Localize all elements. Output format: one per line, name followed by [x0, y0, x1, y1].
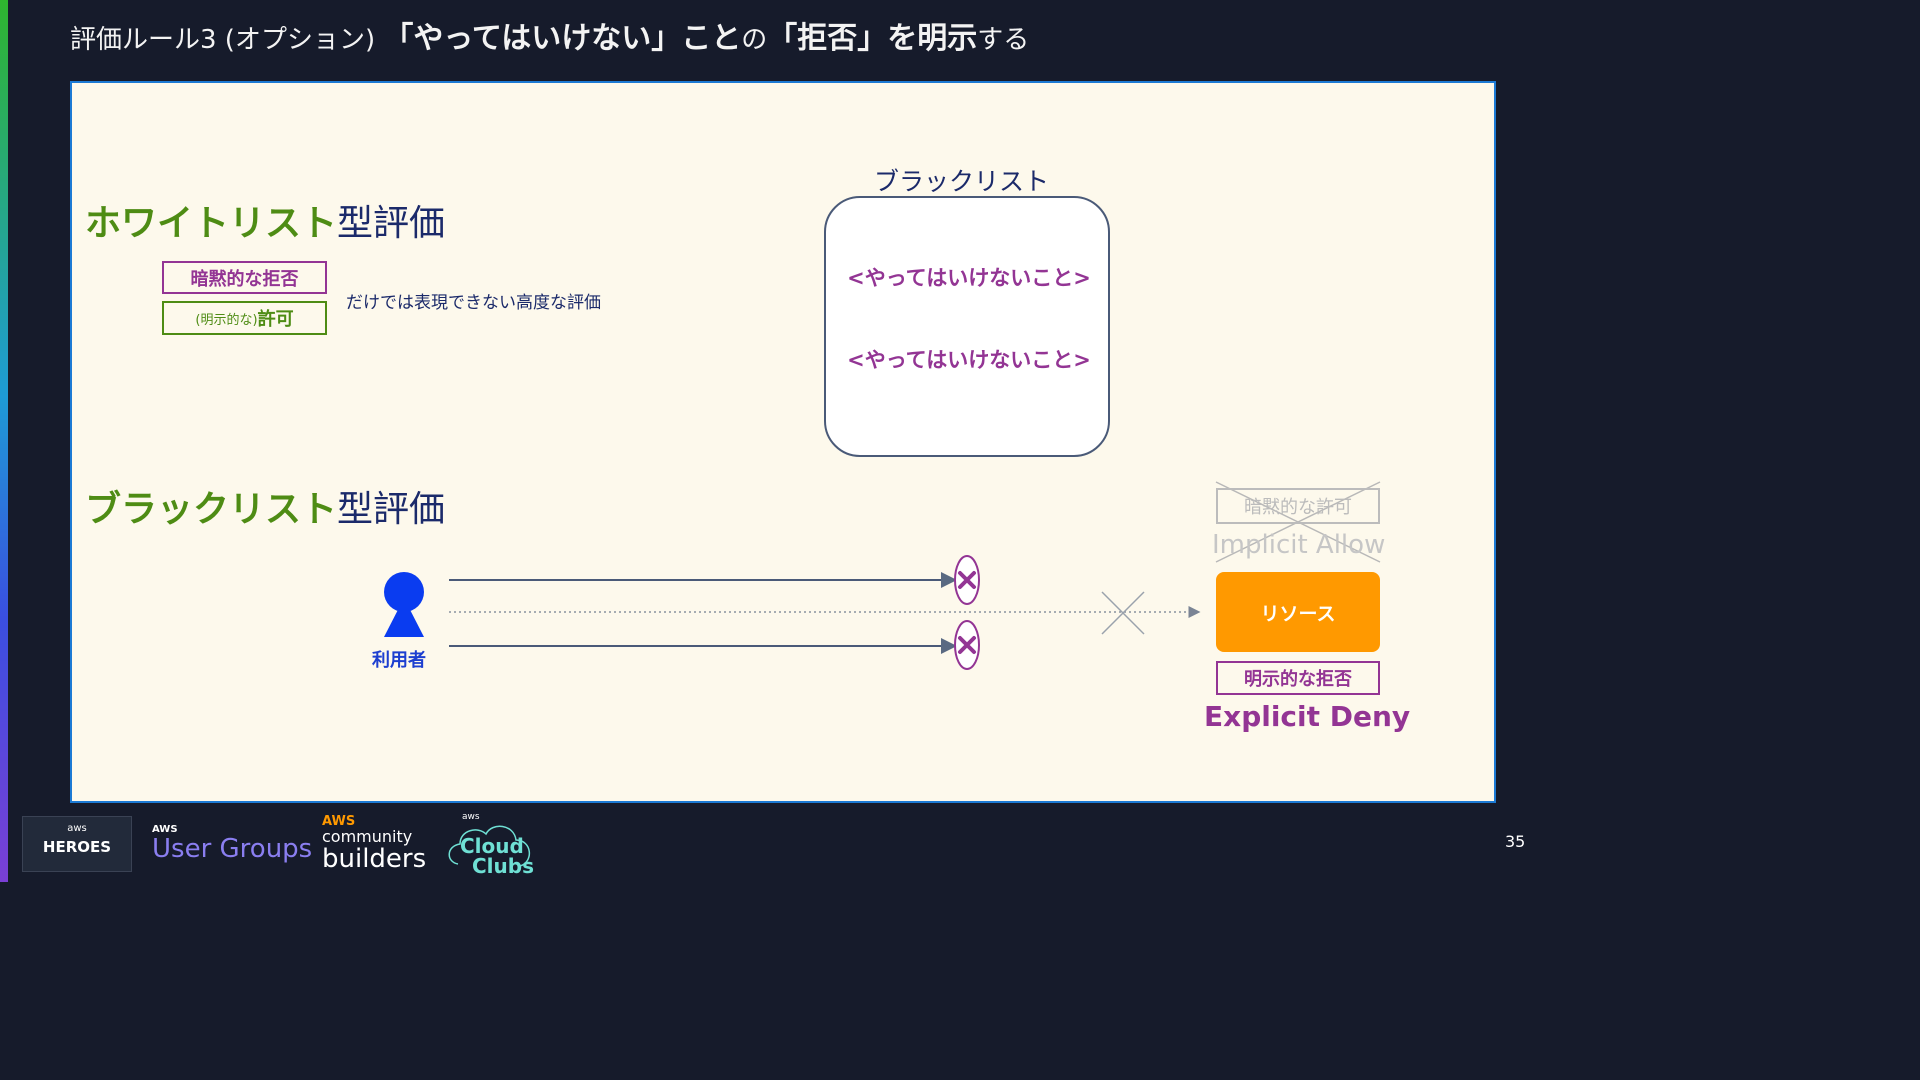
blacklist-heading-rest: 型評価: [337, 489, 446, 530]
explicit-allow-box: (明示的な)許可: [162, 301, 327, 335]
aws-community-builders-logo: AWS community builders: [322, 814, 427, 874]
ug-text: User Groups: [152, 834, 313, 864]
title-bold-2: 「拒否」を明示: [767, 21, 978, 56]
explicit-allow-small: (明示的な): [195, 312, 258, 328]
explicit-deny-en: Explicit Deny: [1204, 700, 1411, 733]
aws-user-groups-logo: AWS User Groups: [152, 824, 312, 863]
aws-heroes-logo: aws HEROES: [22, 816, 132, 872]
blocked-cross-icon: [1101, 591, 1145, 635]
blacklist-item-2: <やってはいけないこと>: [847, 348, 1091, 372]
cc-clubs-text: Clubs: [472, 854, 534, 878]
cb-builders-text: builders: [322, 844, 427, 874]
whitelist-heading-green: ホワイトリスト: [85, 203, 338, 244]
heroes-text: HEROES: [42, 838, 112, 856]
ug-aws-text: AWS: [152, 824, 178, 835]
cb-community-text: community: [322, 827, 413, 846]
cloud-clubs-outline-icon: [448, 825, 530, 867]
explicit-deny-box: 明示的な拒否: [1216, 661, 1380, 695]
blacklist-box: <やってはいけないこと> <やってはいけないこと>: [824, 196, 1110, 457]
user-label: 利用者: [372, 650, 426, 671]
deny-x-icon: [954, 620, 980, 670]
implicit-deny-box: 暗黙的な拒否: [162, 261, 327, 294]
title-prefix: 評価ルール3 (オプション): [70, 25, 384, 55]
explicit-allow-big: 許可: [257, 309, 294, 330]
accent-side-bar: [0, 0, 8, 882]
user-icon: [384, 572, 424, 637]
blacklist-heading-green: ブラックリスト: [85, 489, 338, 530]
title-bold-1: 「やってはいけない」こと: [383, 21, 742, 56]
cb-aws-text: AWS: [322, 814, 356, 829]
whitelist-note: だけでは表現できない高度な評価: [346, 293, 601, 313]
flow-diagram: [384, 481, 1381, 670]
resource-box: リソース: [1216, 572, 1380, 652]
blacklist-box-label: ブラックリスト: [874, 167, 1050, 196]
aws-cloud-clubs-logo: aws Cloud Clubs: [444, 812, 534, 878]
whitelist-heading-rest: 型評価: [337, 203, 446, 244]
cc-aws-text: aws: [462, 812, 480, 822]
deny-x-icon: [954, 555, 980, 605]
implicit-allow-box: 暗黙的な許可: [1216, 488, 1380, 524]
content-panel: [70, 81, 1496, 803]
blacklist-item-1: <やってはいけないこと>: [847, 266, 1091, 290]
title-suffix: する: [977, 25, 1030, 55]
title-mid: の: [741, 25, 768, 55]
slide-title: 評価ルール3 (オプション) 「やってはいけない」ことの「拒否」を明示する: [70, 18, 1029, 62]
heroes-aws-text: aws: [67, 823, 87, 834]
blacklist-heading: ブラックリスト型評価: [85, 488, 445, 532]
whitelist-heading: ホワイトリスト型評価: [85, 202, 445, 246]
implicit-allow-en: Implicit Allow: [1212, 530, 1386, 560]
cc-cloud-text: Cloud: [460, 834, 524, 858]
page-number: 35: [1505, 832, 1526, 851]
